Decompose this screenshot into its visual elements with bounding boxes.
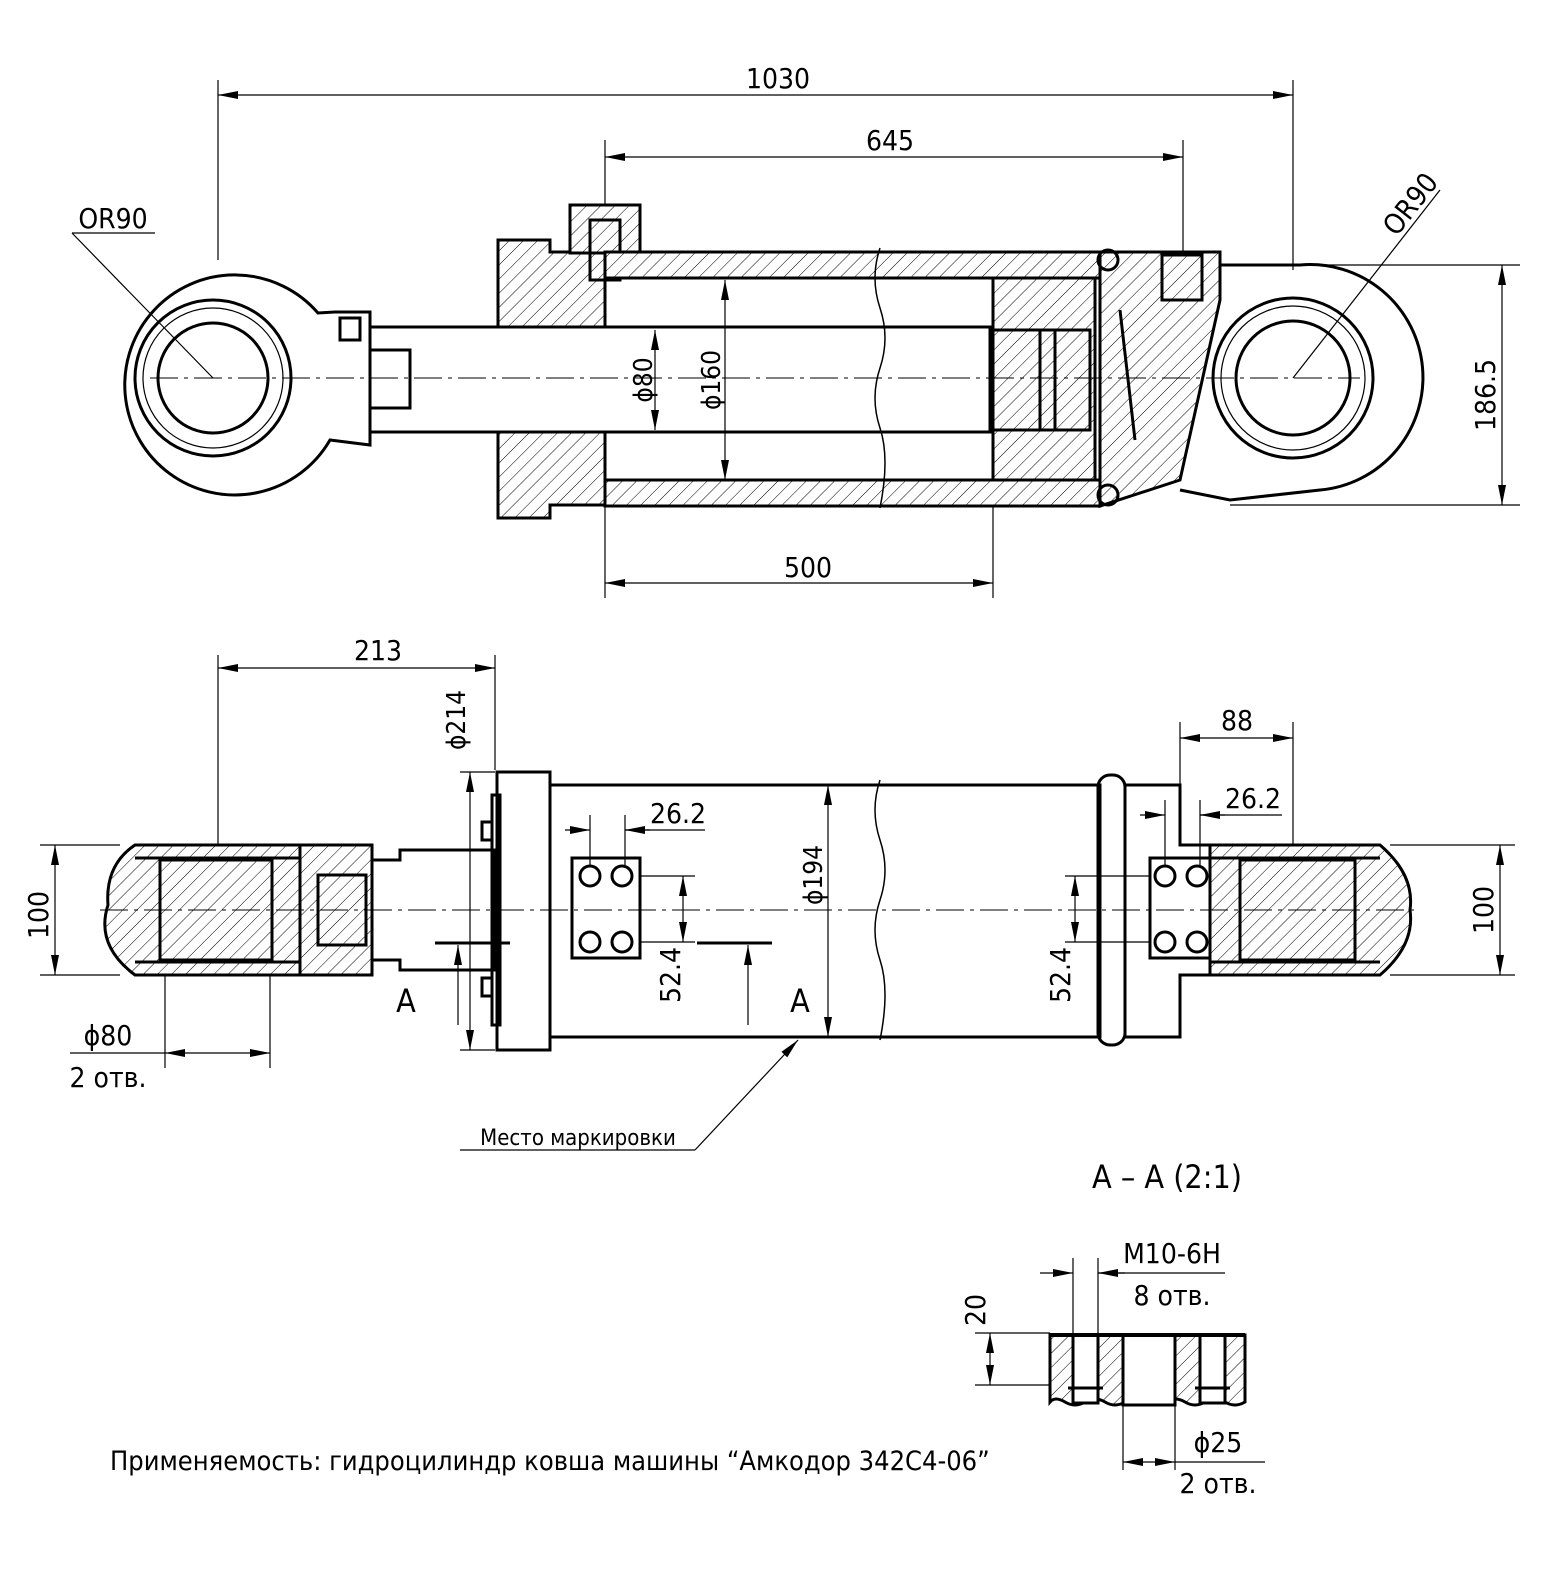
dia-bore: ϕ160: [697, 350, 727, 410]
dim-52-right: 52.4: [1044, 947, 1077, 1003]
dim-213: 213: [354, 634, 402, 667]
dim-stroke-500: 500: [784, 551, 832, 584]
pin-diameter: ϕ80: [84, 1019, 133, 1052]
section-mark-right: A: [790, 982, 810, 1020]
hole-count: 2 отв.: [1180, 1467, 1257, 1500]
bottom-view: 213 88 26.2 26.2 ϕ214 ϕ194 100 100 52.4 …: [22, 634, 1515, 1151]
dim-100-left: 100: [22, 891, 55, 939]
dim-overall-length: 1030: [746, 62, 810, 95]
pin-hole-count: 2 отв.: [70, 1061, 147, 1094]
marking-location-label: Место маркировки: [480, 1126, 676, 1151]
hole-diameter: ϕ25: [1194, 1426, 1243, 1459]
section-a-a: А – А (2:1) M10-6H 8 отв. 20 ϕ25 2 отв.: [959, 1158, 1265, 1500]
applicability-note: Применяемость: гидроцилиндр ковша машины…: [110, 1446, 990, 1477]
section-title: А – А (2:1): [1092, 1158, 1242, 1196]
thread-hole-count: 8 отв.: [1134, 1279, 1211, 1312]
dia-tube: ϕ194: [799, 845, 829, 905]
top-view: 1030 645 500 OR90 OR90 186.5 ϕ80 ϕ160: [71, 62, 1520, 598]
dim-100-right: 100: [1467, 886, 1500, 934]
dim-26-left: 26.2: [650, 797, 706, 830]
dim-26-right: 26.2: [1225, 782, 1281, 815]
dia-rod: ϕ80: [629, 357, 659, 402]
depth-dimension: 20: [959, 1294, 992, 1326]
dim-52-left: 52.4: [654, 947, 687, 1003]
radius-right: OR90: [1376, 167, 1445, 242]
dia-flange: ϕ214: [442, 690, 472, 750]
dim-645: 645: [866, 124, 914, 157]
radius-left: OR90: [78, 202, 147, 235]
dim-height: 186.5: [1469, 359, 1502, 431]
section-mark-left: A: [396, 982, 416, 1020]
thread-spec: M10-6H: [1123, 1237, 1221, 1270]
dim-88: 88: [1221, 704, 1253, 737]
